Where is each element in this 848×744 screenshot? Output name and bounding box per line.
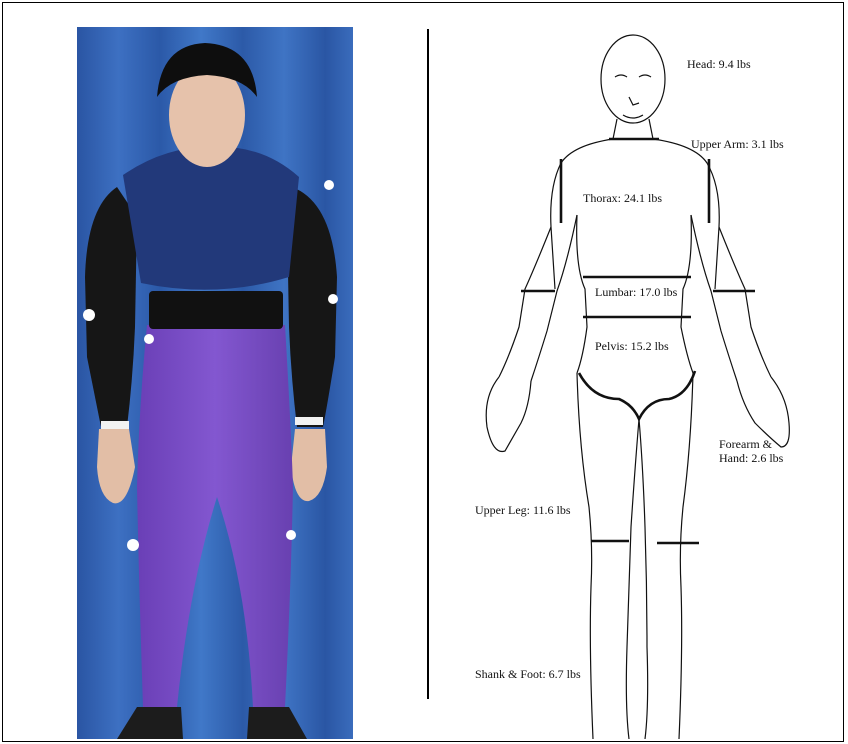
face-features xyxy=(615,75,651,118)
left-hand-outline xyxy=(486,377,531,452)
left-wrist-band xyxy=(101,421,129,429)
right-wrist-band xyxy=(295,417,323,425)
inner-leg-outline xyxy=(626,419,647,739)
thorax-label: Thorax: 24.1 lbs xyxy=(583,191,662,205)
body-segment-diagram: Head: 9.4 lbs Upper Arm: 3.1 lbs Thorax:… xyxy=(443,27,823,744)
marker-dot xyxy=(286,530,296,540)
marker-dot xyxy=(328,294,338,304)
body-outline xyxy=(443,27,823,739)
upper-leg-label: Upper Leg: 11.6 lbs xyxy=(475,503,571,517)
marker-dot xyxy=(127,539,139,551)
pelvis-label: Pelvis: 15.2 lbs xyxy=(595,339,669,353)
marker-dot xyxy=(83,309,95,321)
pelvis-outline xyxy=(579,371,695,419)
vertical-divider xyxy=(427,29,429,699)
forearm-label-line1: Forearm & xyxy=(719,437,772,451)
right-arm-outline xyxy=(691,215,771,381)
marker-dot xyxy=(144,334,154,344)
left-leg-outer xyxy=(577,373,593,739)
head-label: Head: 9.4 lbs xyxy=(687,57,751,71)
upper-arm-label: Upper Arm: 3.1 lbs xyxy=(691,137,784,151)
mannequin-photo xyxy=(77,27,353,739)
head-outline xyxy=(601,35,665,123)
left-arm-outline xyxy=(499,215,577,381)
lumbar-label: Lumbar: 17.0 lbs xyxy=(595,285,677,299)
navy-shirt xyxy=(123,147,299,290)
shank-foot-label: Shank & Foot: 6.7 lbs xyxy=(475,667,581,681)
black-belt xyxy=(149,291,283,329)
neck-outline xyxy=(613,119,653,139)
right-leg-outer xyxy=(679,373,693,739)
mannequin-photo-drawing xyxy=(77,27,353,739)
forearm-label-line2: Hand: 2.6 lbs xyxy=(719,451,783,465)
marker-dot xyxy=(324,180,334,190)
